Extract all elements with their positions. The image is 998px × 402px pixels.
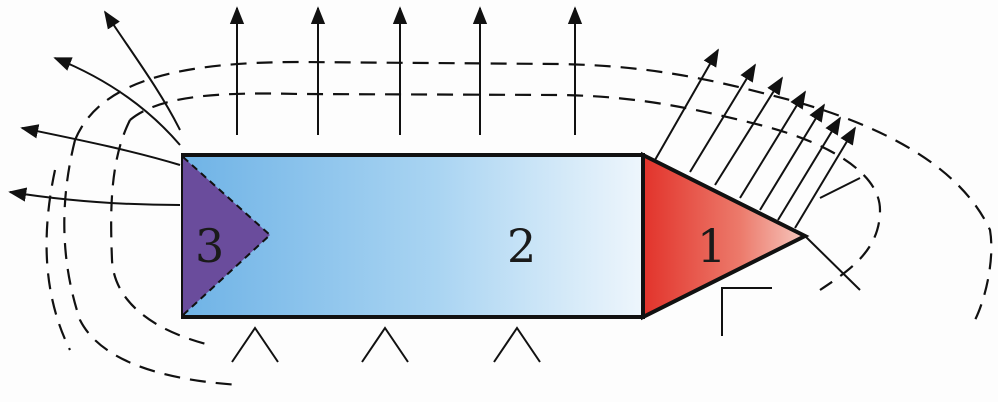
flux-arrow-nose-1 xyxy=(654,48,719,161)
zone-1-label: 1 xyxy=(697,219,726,273)
flux-arrow-nose-6 xyxy=(777,116,841,221)
flux-arrow-left-2 xyxy=(53,57,181,146)
boundary-line-inner xyxy=(110,92,882,347)
flux-arrow-left-3 xyxy=(20,124,181,166)
nose-tip-line xyxy=(804,235,861,291)
flux-arrow-nose-2 xyxy=(689,63,756,173)
boundary-line-outer xyxy=(63,60,993,387)
zone-1-nose xyxy=(641,151,810,321)
boundary-line-lower xyxy=(45,169,71,351)
flux-arrow-nose-4 xyxy=(739,90,806,199)
nose-edge-tick xyxy=(819,177,861,199)
support-mark-3 xyxy=(493,326,541,363)
flux-arrow-nose-3 xyxy=(714,76,783,186)
support-mark-1 xyxy=(231,326,279,363)
zone-3-region xyxy=(183,157,270,315)
angle-marker xyxy=(721,287,772,336)
zone-2-label: 2 xyxy=(507,219,536,273)
zone-3-label: 3 xyxy=(195,219,224,273)
flux-arrow-nose-7 xyxy=(794,126,856,229)
support-mark-2 xyxy=(361,326,409,363)
flux-arrow-nose-5 xyxy=(759,103,825,211)
flux-arrow-left-4 xyxy=(8,187,181,206)
zone-3-boundary xyxy=(182,156,272,316)
flux-arrow-left-1 xyxy=(104,10,181,131)
